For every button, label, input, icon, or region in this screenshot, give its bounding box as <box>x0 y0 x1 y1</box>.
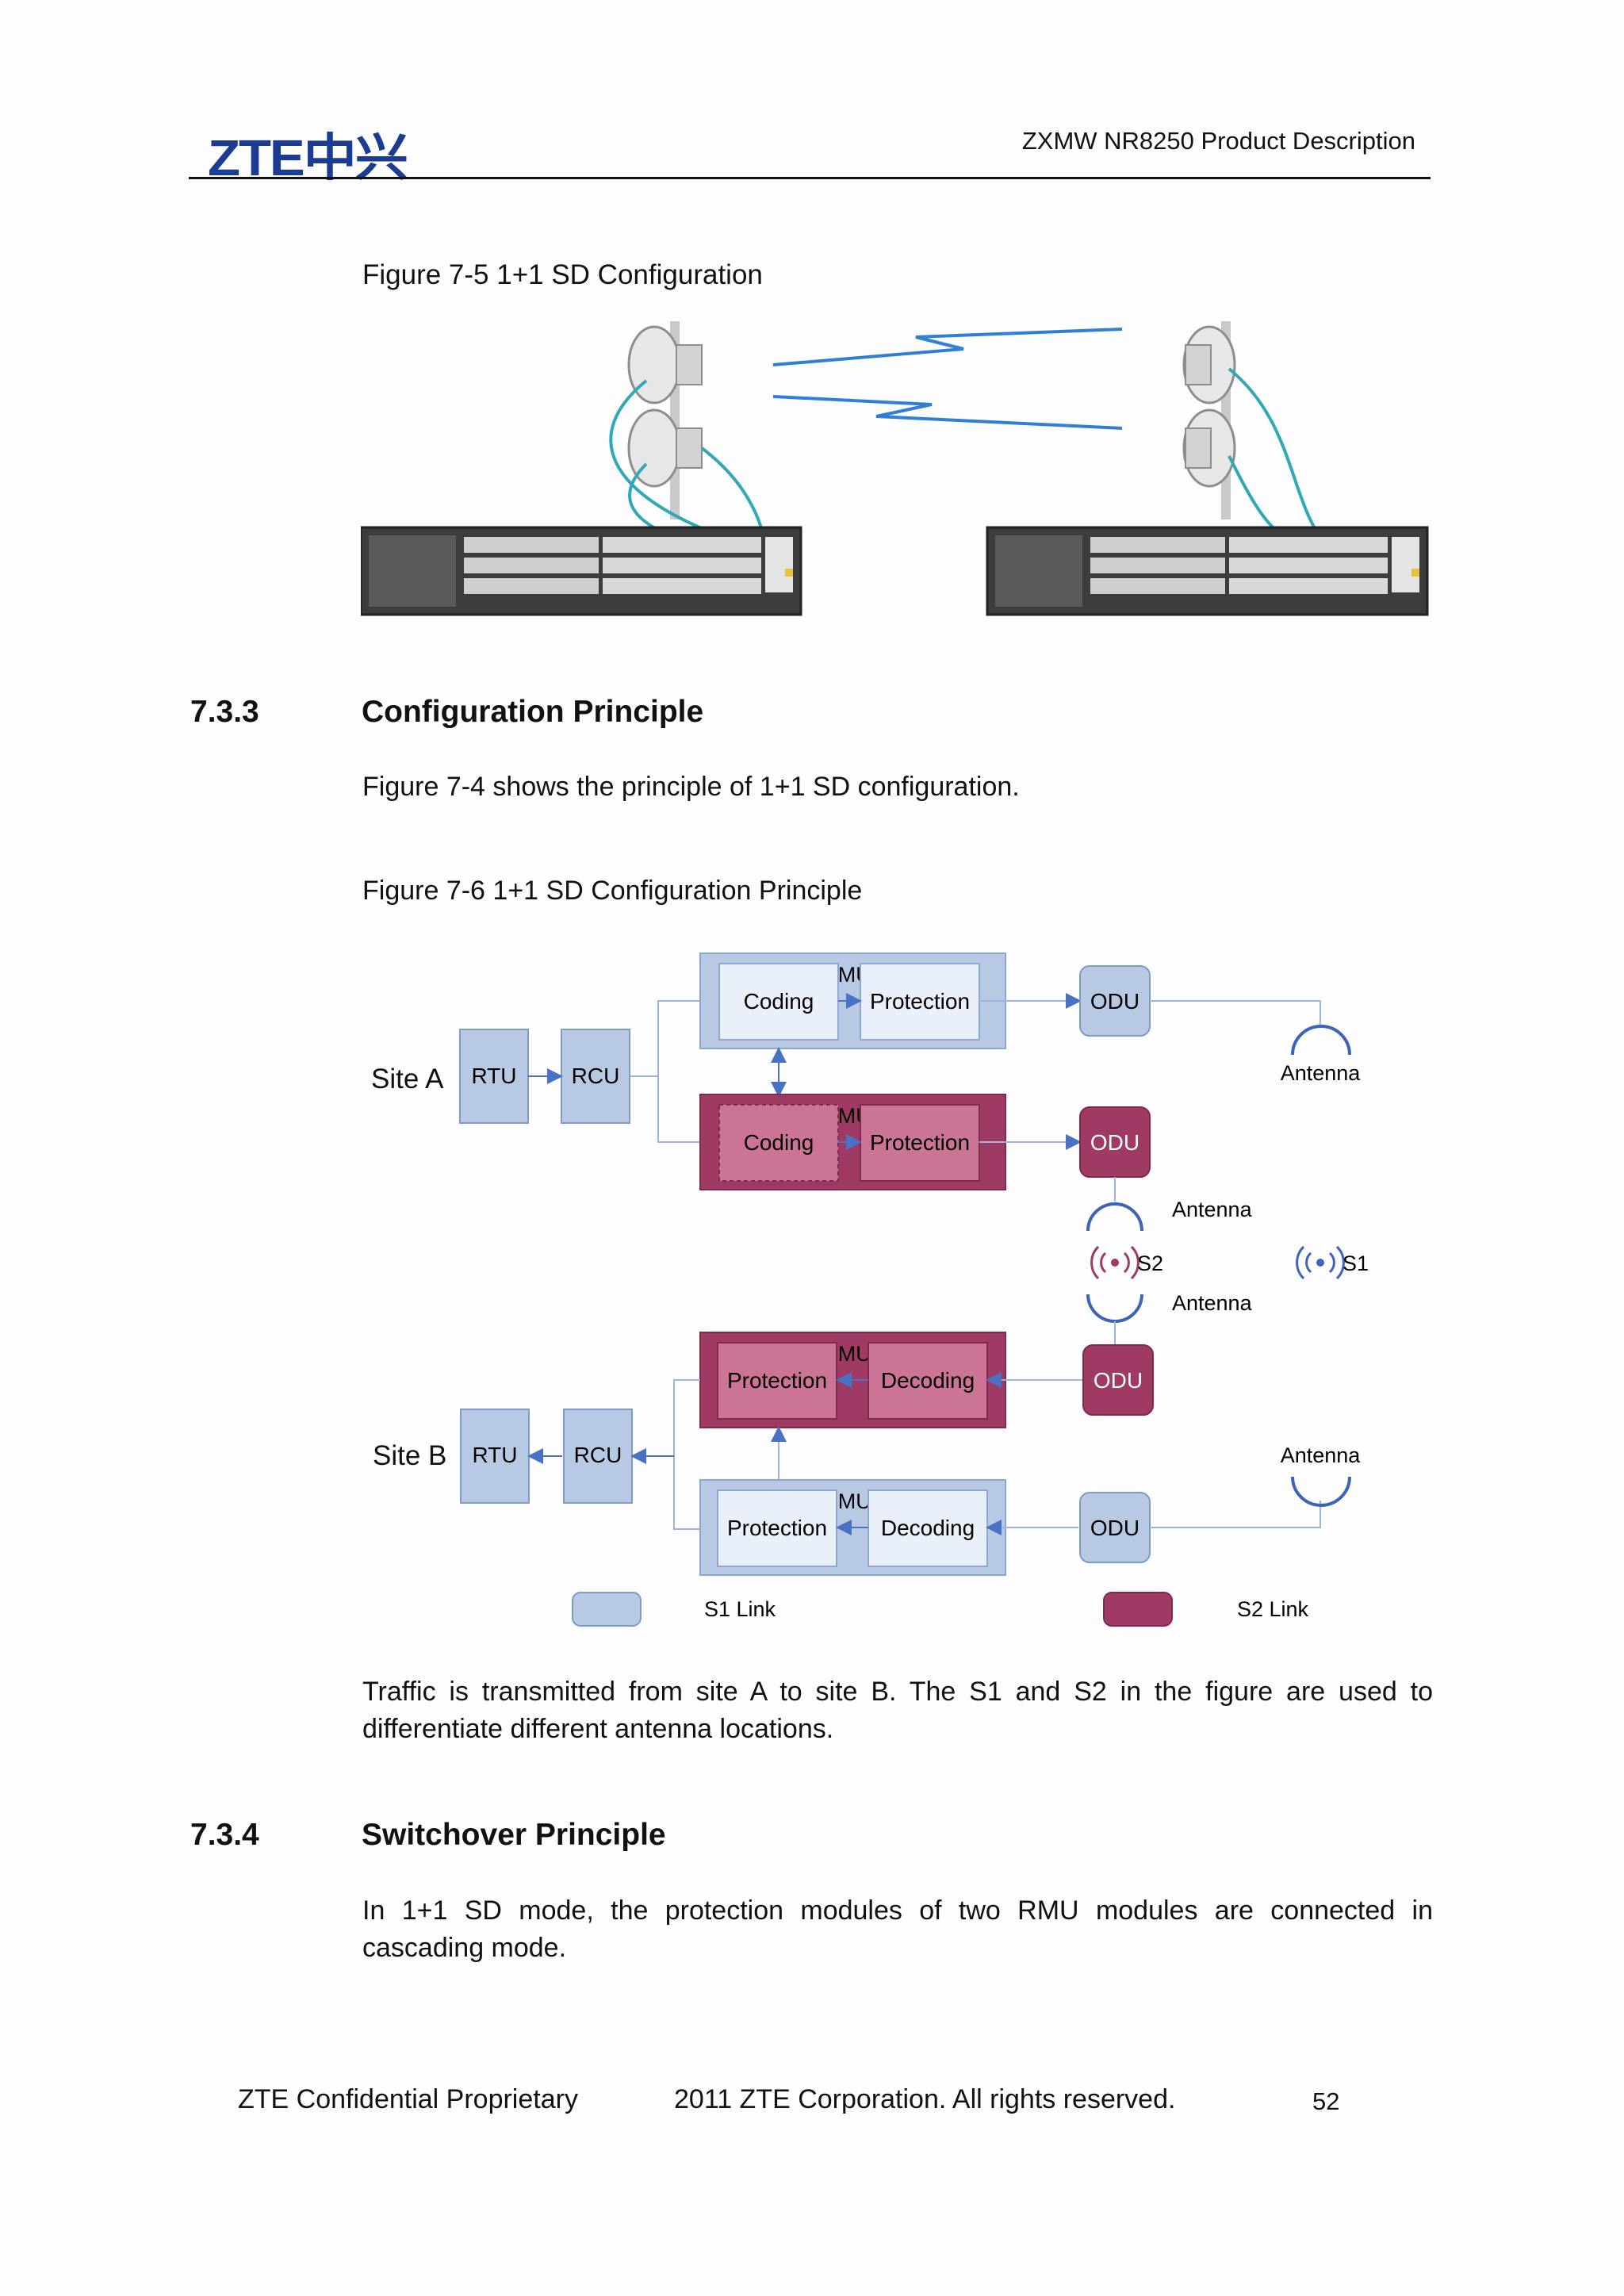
protection-box <box>860 963 980 1041</box>
legend-s1-label: S1 Link <box>704 1597 776 1621</box>
site-a-rcu-box <box>561 1029 630 1124</box>
decoding-label: Decoding <box>881 1368 975 1393</box>
switchover-paragraph: In 1+1 SD mode, the protection modules o… <box>362 1895 1433 1963</box>
document-title: ZXMW NR8250 Product Description <box>1021 127 1415 155</box>
protection-label: Protection <box>870 989 970 1014</box>
header-divider <box>189 177 1431 179</box>
s1-label: S1 <box>1342 1251 1369 1275</box>
footer-copyright: 2011 ZTE Corporation. All rights reserve… <box>674 2084 1176 2114</box>
decoding-box <box>868 1342 988 1420</box>
radio-link-icon <box>772 328 1123 430</box>
antenna-dish-icon <box>627 325 703 404</box>
legend-s2-label: S2 Link <box>1237 1597 1309 1621</box>
figure-7-6-diagram: Site A RTU RCU RMU Coding Protection ODU… <box>371 953 1369 1627</box>
site-a-equipment <box>361 321 802 616</box>
antenna-dish-icon <box>1182 325 1236 404</box>
antenna-label: Antenna <box>1172 1198 1253 1221</box>
site-a-rtu-box <box>459 1029 529 1124</box>
protection-box <box>860 1104 980 1182</box>
odu-label: ODU <box>1094 1368 1143 1393</box>
site-a-rtu-label: RTU <box>471 1064 516 1088</box>
coding-box <box>718 1104 839 1182</box>
protection-label: Protection <box>727 1368 827 1393</box>
section-7-3-3-intro: Figure 7-4 shows the principle of 1+1 SD… <box>362 772 1020 802</box>
section-7-3-4-number: 7.3.4 <box>190 1818 259 1852</box>
antenna-label: Antenna <box>1281 1061 1362 1085</box>
protection-label: Protection <box>727 1516 827 1540</box>
coding-box <box>718 963 839 1041</box>
antenna-icon <box>1291 1025 1351 1056</box>
site-a-rcu-label: RCU <box>572 1064 620 1088</box>
antenna-icon <box>1291 1476 1351 1507</box>
s2-signal-icon <box>1090 1245 1139 1280</box>
site-b-rcu-box <box>563 1409 633 1504</box>
rack-chassis <box>986 526 1429 616</box>
antenna-dish-icon <box>1182 408 1236 488</box>
odu-label: ODU <box>1090 989 1139 1014</box>
site-b-rtu-box <box>460 1409 530 1504</box>
section-7-3-3-title: Configuration Principle <box>362 695 704 729</box>
s2-label: S2 <box>1137 1251 1163 1275</box>
section-7-3-3-number: 7.3.3 <box>190 695 259 729</box>
antenna-icon <box>1086 1294 1143 1323</box>
figure-7-6-caption: Figure 7-6 1+1 SD Configuration Principl… <box>362 876 863 906</box>
odu-label: ODU <box>1090 1516 1139 1540</box>
protection-box <box>717 1342 837 1420</box>
odu-label: ODU <box>1090 1130 1139 1155</box>
antenna-label: Antenna <box>1172 1291 1253 1315</box>
footer-confidential: ZTE Confidential Proprietary <box>238 2084 578 2114</box>
site-b-equipment <box>986 321 1429 616</box>
zte-logo: ZTE中兴 <box>208 129 408 186</box>
antenna-icon <box>1086 1202 1143 1232</box>
section-7-3-4-title: Switchover Principle <box>362 1818 666 1852</box>
site-b-rcu-label: RCU <box>574 1443 622 1467</box>
figure-7-5-caption: Figure 7-5 1+1 SD Configuration <box>362 259 763 290</box>
coding-label: Coding <box>744 989 814 1014</box>
odu-box <box>1082 1344 1154 1416</box>
site-b-rtu-label: RTU <box>472 1443 517 1467</box>
site-b-label: Site B <box>373 1440 446 1471</box>
figure-7-5-illustration <box>361 321 1429 616</box>
legend-s2-swatch <box>1103 1592 1173 1627</box>
rack-chassis <box>361 526 802 616</box>
s1-signal-icon <box>1296 1245 1345 1280</box>
page-number: 52 <box>1312 2087 1340 2115</box>
legend-s1-swatch <box>572 1592 642 1627</box>
antenna-label: Antenna <box>1281 1443 1362 1467</box>
site-a-label: Site A <box>371 1064 444 1094</box>
antenna-dish-icon <box>627 408 703 488</box>
traffic-paragraph: Traffic is transmitted from site A to si… <box>362 1677 1433 1744</box>
coding-label: Coding <box>744 1130 814 1155</box>
protection-label: Protection <box>870 1130 970 1155</box>
decoding-label: Decoding <box>881 1516 975 1540</box>
